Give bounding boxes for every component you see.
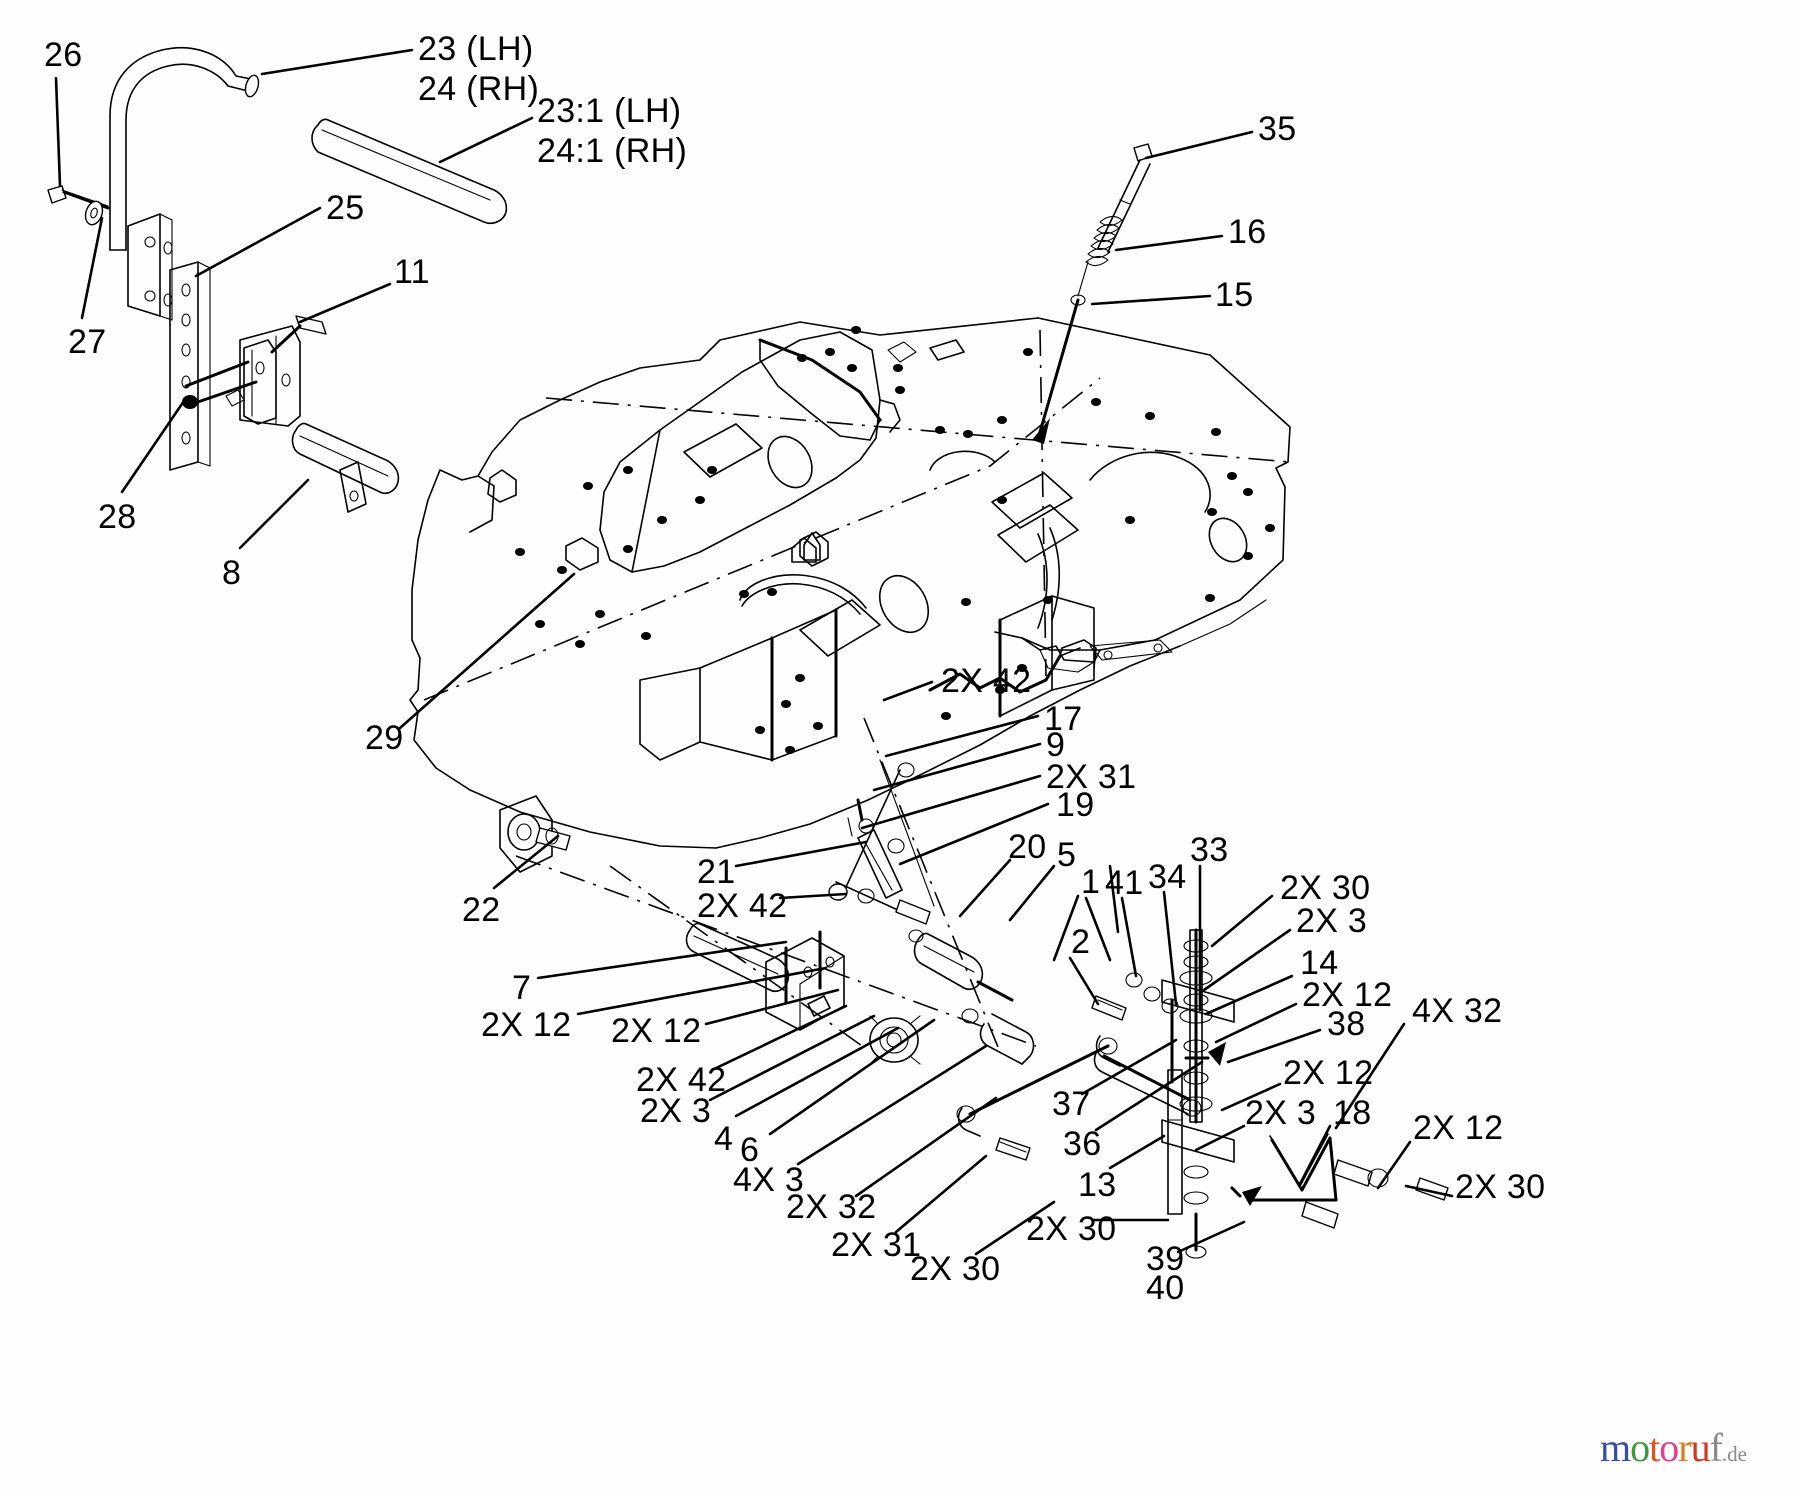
mower-deck-body bbox=[409, 317, 1291, 849]
callout-4: 4 bbox=[714, 1120, 734, 1158]
callout-9: 9 bbox=[1046, 726, 1066, 764]
watermark-suffix: .de bbox=[1721, 1442, 1747, 1466]
watermark-letter: t bbox=[1649, 1425, 1660, 1470]
callout-23-1-lh: 23:1 (LH) bbox=[537, 92, 682, 130]
callout-2x-30: 2X 30 bbox=[1455, 1168, 1546, 1206]
callout-18: 18 bbox=[1333, 1094, 1372, 1132]
callout-37: 37 bbox=[1052, 1085, 1091, 1123]
callout-11: 11 bbox=[394, 253, 430, 291]
callout-17: 17 bbox=[1044, 700, 1083, 738]
callout-16: 16 bbox=[1228, 213, 1267, 251]
callout-4x-32: 4X 32 bbox=[1412, 992, 1503, 1030]
bolt-2x30 bbox=[995, 1137, 1031, 1161]
callout-24-1-rh: 24:1 (RH) bbox=[537, 132, 688, 170]
callout-38: 38 bbox=[1327, 1005, 1366, 1043]
callout-25: 25 bbox=[326, 189, 365, 227]
watermark-letter: u bbox=[1690, 1425, 1711, 1470]
callout-27: 27 bbox=[68, 323, 107, 361]
watermark-letter: m bbox=[1600, 1425, 1631, 1470]
callout-2x-30: 2X 30 bbox=[910, 1250, 1001, 1288]
callout-2x-30: 2X 30 bbox=[1026, 1210, 1117, 1248]
callout-23-lh: 23 (LH) bbox=[418, 30, 534, 68]
callout-22: 22 bbox=[462, 891, 501, 929]
hardware-mid bbox=[1091, 972, 1179, 1021]
callout-2x-32: 2X 32 bbox=[786, 1188, 877, 1226]
callout-1: 1 bbox=[1081, 863, 1101, 901]
center-lines bbox=[423, 329, 1291, 1053]
callout-28: 28 bbox=[98, 498, 137, 536]
callout-14: 14 bbox=[1300, 944, 1339, 982]
callout-13: 13 bbox=[1078, 1166, 1117, 1204]
handle-assembly-23-24 bbox=[47, 46, 508, 513]
callout-15: 15 bbox=[1215, 276, 1254, 314]
callout-7: 7 bbox=[512, 969, 532, 1007]
callout-2x-12: 2X 12 bbox=[1413, 1109, 1504, 1147]
callout-6: 6 bbox=[740, 1131, 760, 1169]
callout-21: 21 bbox=[697, 853, 736, 891]
callout-35: 35 bbox=[1258, 110, 1297, 148]
callout-2x-42: 2X 42 bbox=[941, 662, 1032, 700]
callout-2x-12: 2X 12 bbox=[611, 1012, 702, 1050]
callout-41: 41 bbox=[1105, 864, 1144, 902]
callout-2x-3: 2X 3 bbox=[1245, 1094, 1317, 1132]
callout-2x-30: 2X 30 bbox=[1280, 869, 1371, 907]
callout-2x-12: 2X 12 bbox=[1283, 1054, 1374, 1092]
motoruf-watermark: motoruf.de bbox=[1600, 1424, 1747, 1471]
callout-2x-3: 2X 3 bbox=[640, 1092, 712, 1130]
callout-4x-3: 4X 3 bbox=[733, 1161, 805, 1199]
callout-29: 29 bbox=[365, 719, 404, 757]
callout-34: 34 bbox=[1148, 858, 1187, 896]
callout-19: 19 bbox=[1056, 786, 1095, 824]
washer-27 bbox=[84, 200, 104, 226]
watermark-letter: f bbox=[1709, 1425, 1723, 1470]
callout-40: 40 bbox=[1146, 1269, 1185, 1307]
callout-2: 2 bbox=[1071, 923, 1091, 961]
watermark-letter: o bbox=[1630, 1425, 1650, 1470]
callout-2x-42: 2X 42 bbox=[697, 887, 788, 925]
callout-2x-12: 2X 12 bbox=[481, 1006, 572, 1044]
callout-24-rh: 24 (RH) bbox=[418, 70, 540, 108]
watermark-letter: r bbox=[1678, 1425, 1691, 1470]
callout-33: 33 bbox=[1190, 831, 1229, 869]
callout-2x-12: 2X 12 bbox=[1302, 976, 1393, 1014]
callout-2x-31: 2X 31 bbox=[831, 1226, 922, 1264]
callout-2x-42: 2X 42 bbox=[636, 1061, 727, 1099]
callout-5: 5 bbox=[1057, 836, 1077, 874]
callout-2x-31: 2X 31 bbox=[1046, 758, 1137, 796]
rod-spring-assembly bbox=[1032, 143, 1153, 444]
watermark-letter: o bbox=[1659, 1425, 1679, 1470]
leader-lines bbox=[54, 48, 1454, 1256]
callout-26: 26 bbox=[44, 36, 83, 74]
callout-36: 36 bbox=[1063, 1125, 1102, 1163]
callout-8: 8 bbox=[222, 554, 242, 592]
callout-2x-3: 2X 3 bbox=[1296, 902, 1368, 940]
bolt-cluster-a bbox=[828, 883, 931, 925]
callout-39: 39 bbox=[1146, 1240, 1185, 1278]
callout-20: 20 bbox=[1008, 828, 1047, 866]
bolts-right bbox=[1301, 1159, 1449, 1229]
